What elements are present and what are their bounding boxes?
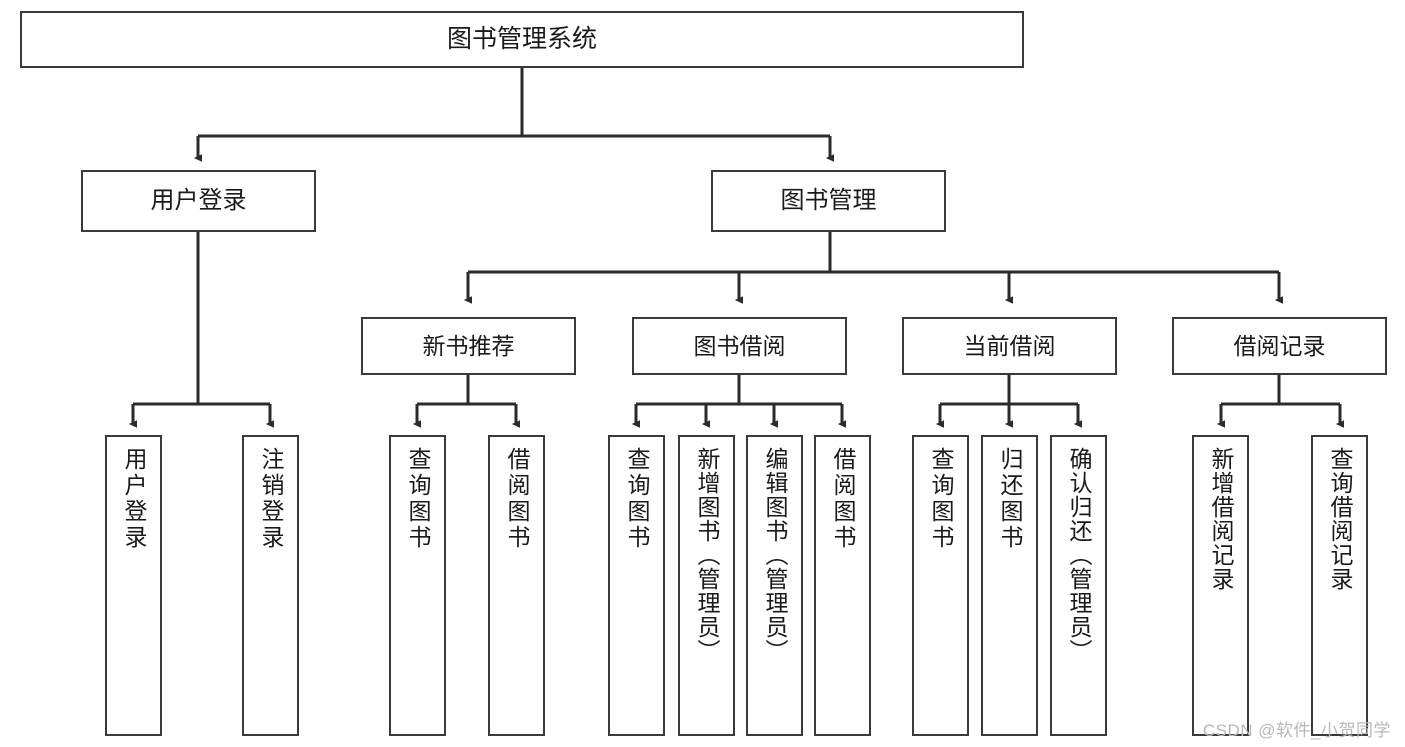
node-label: 借阅图书 (830, 447, 856, 551)
node-new-book-recommend[interactable]: 新书推荐 (361, 317, 576, 375)
leaf-book-borrow-borrow-book[interactable]: 借阅图书 (814, 435, 871, 736)
node-label: 新书推荐 (422, 332, 515, 359)
node-label: 新增借阅记录 (1208, 447, 1234, 591)
leaf-book-borrow-query-book[interactable]: 查询图书 (608, 435, 665, 736)
leaf-borrow-record-query-record[interactable]: 查询借阅记录 (1311, 435, 1368, 736)
node-label: 图书借阅 (693, 332, 786, 359)
node-book-borrow[interactable]: 图书借阅 (632, 317, 847, 375)
node-book-management-system[interactable]: 图书管理系统 (20, 11, 1024, 68)
leaf-current-borrow-query-book[interactable]: 查询图书 (912, 435, 969, 736)
node-label: 借阅记录 (1233, 332, 1326, 359)
node-label: 图书管理系统 (446, 25, 597, 54)
node-label: 编辑图书（管理员） (762, 447, 788, 663)
leaf-book-borrow-add-book-admin[interactable]: 新增图书（管理员） (678, 435, 735, 736)
node-current-borrow[interactable]: 当前借阅 (902, 317, 1117, 375)
node-label: 归还图书 (997, 447, 1023, 551)
node-borrow-record[interactable]: 借阅记录 (1172, 317, 1387, 375)
node-label: 查询图书 (624, 447, 650, 551)
leaf-user-login-logout[interactable]: 注销登录 (242, 435, 299, 736)
watermark: CSDN @软件_小贺同学 (1202, 721, 1391, 740)
node-label: 图书管理 (780, 187, 877, 215)
node-label: 用户登录 (121, 447, 147, 551)
node-label: 当前借阅 (963, 332, 1056, 359)
leaf-user-login-login[interactable]: 用户登录 (105, 435, 162, 736)
leaf-current-borrow-return-book[interactable]: 归还图书 (981, 435, 1038, 736)
node-label: 确认归还（管理员） (1066, 447, 1092, 663)
node-label: 注销登录 (258, 447, 284, 551)
node-user-login[interactable]: 用户登录 (81, 170, 316, 232)
node-book-management[interactable]: 图书管理 (711, 170, 946, 232)
leaf-current-borrow-confirm-return-admin[interactable]: 确认归还（管理员） (1050, 435, 1107, 736)
leaf-new-book-borrow-book[interactable]: 借阅图书 (488, 435, 545, 736)
node-label: 查询图书 (928, 447, 954, 551)
leaf-borrow-record-add-record[interactable]: 新增借阅记录 (1192, 435, 1249, 736)
leaf-new-book-query-book[interactable]: 查询图书 (389, 435, 446, 736)
node-label: 查询借阅记录 (1327, 447, 1353, 591)
node-label: 查询图书 (405, 447, 431, 551)
leaf-book-borrow-edit-book-admin[interactable]: 编辑图书（管理员） (746, 435, 803, 736)
node-label: 新增图书（管理员） (694, 447, 720, 663)
node-label: 借阅图书 (504, 447, 530, 551)
node-label: 用户登录 (150, 187, 247, 215)
